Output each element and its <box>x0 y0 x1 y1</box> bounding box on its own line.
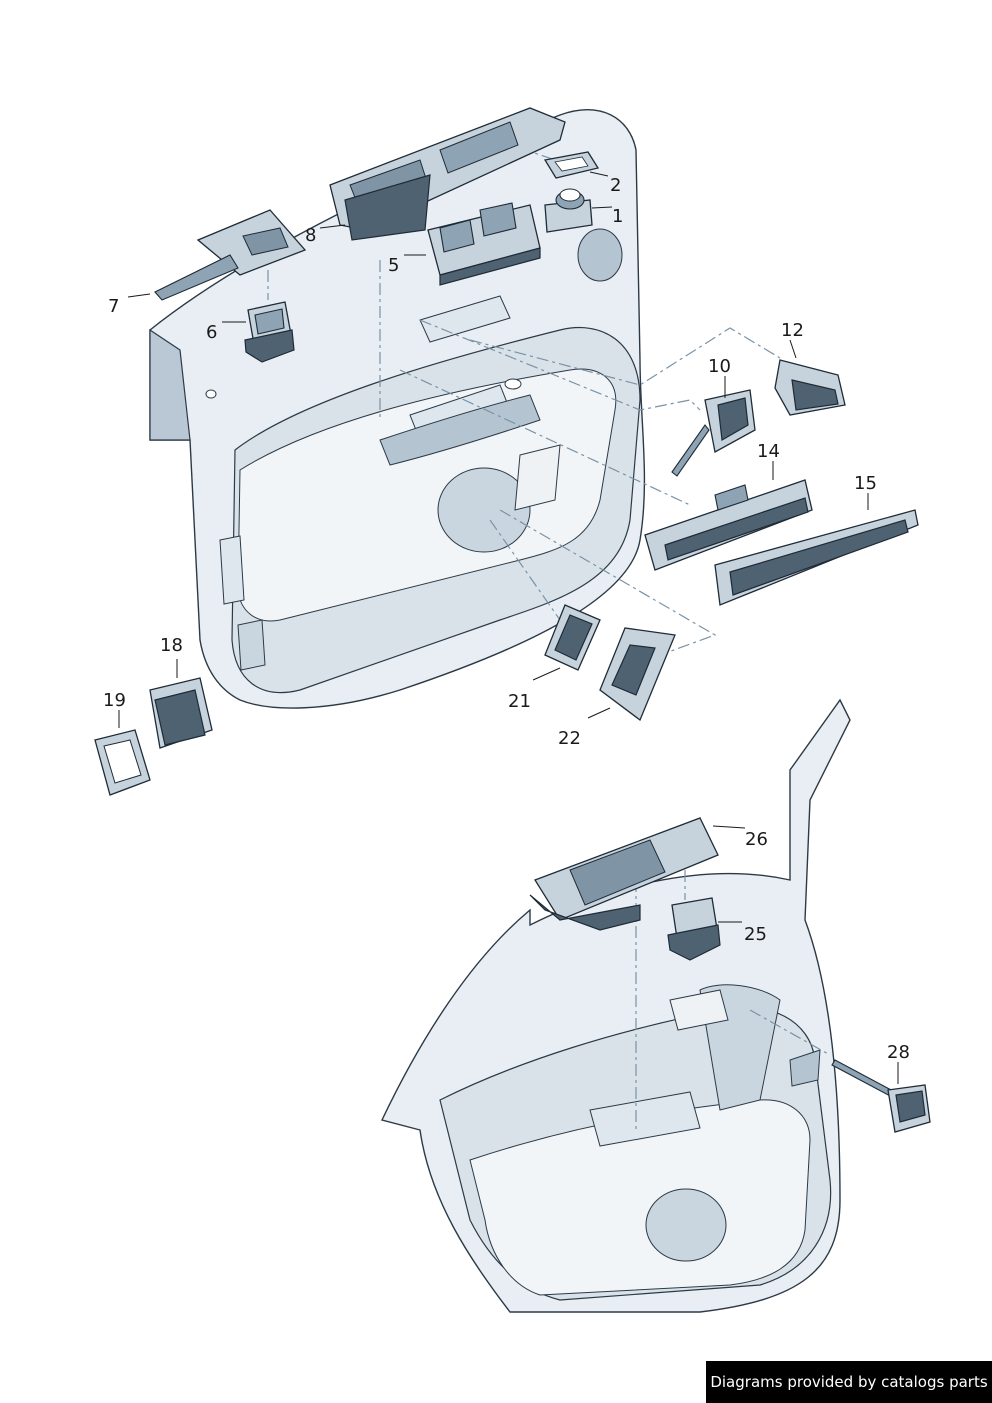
callout-2: 2 <box>610 175 621 196</box>
rear-door-panel <box>381 698 851 1313</box>
part-28-switch-rod <box>831 1059 931 1133</box>
part-7-trim-rod <box>154 209 307 301</box>
part-15-trim-strip <box>714 509 919 606</box>
part-2-trim-frame <box>543 151 600 179</box>
part-1-mirror-switch <box>544 188 593 233</box>
callout-25: 25 <box>744 924 767 945</box>
part-10-switch-rod <box>671 389 756 477</box>
leader-lines <box>118 171 899 1084</box>
part-22-bezel <box>599 627 676 722</box>
callout-6: 6 <box>206 322 217 343</box>
part-5-window-switch-block <box>427 202 541 286</box>
credit-label: Diagrams provided by catalogs parts <box>706 1361 992 1403</box>
callout-19: 19 <box>103 690 126 711</box>
part-25-rear-switch <box>667 897 721 961</box>
part-8-armrest-panel <box>329 107 566 241</box>
part-12-switch <box>774 359 846 416</box>
callout-8: 8 <box>305 225 316 246</box>
callout-labels: 1 2 5 6 7 8 10 12 14 15 18 19 21 22 25 2… <box>103 175 910 1063</box>
callout-5: 5 <box>388 255 399 276</box>
callout-22: 22 <box>558 728 581 749</box>
callout-7: 7 <box>108 296 119 317</box>
callout-21: 21 <box>508 691 531 712</box>
part-26-rear-armrest-panel <box>529 817 719 931</box>
callout-12: 12 <box>781 320 804 341</box>
callout-14: 14 <box>757 441 780 462</box>
part-18-switch-module <box>149 677 213 749</box>
callout-10: 10 <box>708 356 731 377</box>
callout-1: 1 <box>612 206 623 227</box>
part-19-frame <box>94 729 151 796</box>
callout-15: 15 <box>854 473 877 494</box>
part-14-memory-switch <box>644 479 813 571</box>
callout-28: 28 <box>887 1042 910 1063</box>
part-21-seat-switch <box>544 604 601 671</box>
callout-26: 26 <box>745 829 768 850</box>
callout-18: 18 <box>160 635 183 656</box>
part-6-single-switch <box>244 301 295 363</box>
